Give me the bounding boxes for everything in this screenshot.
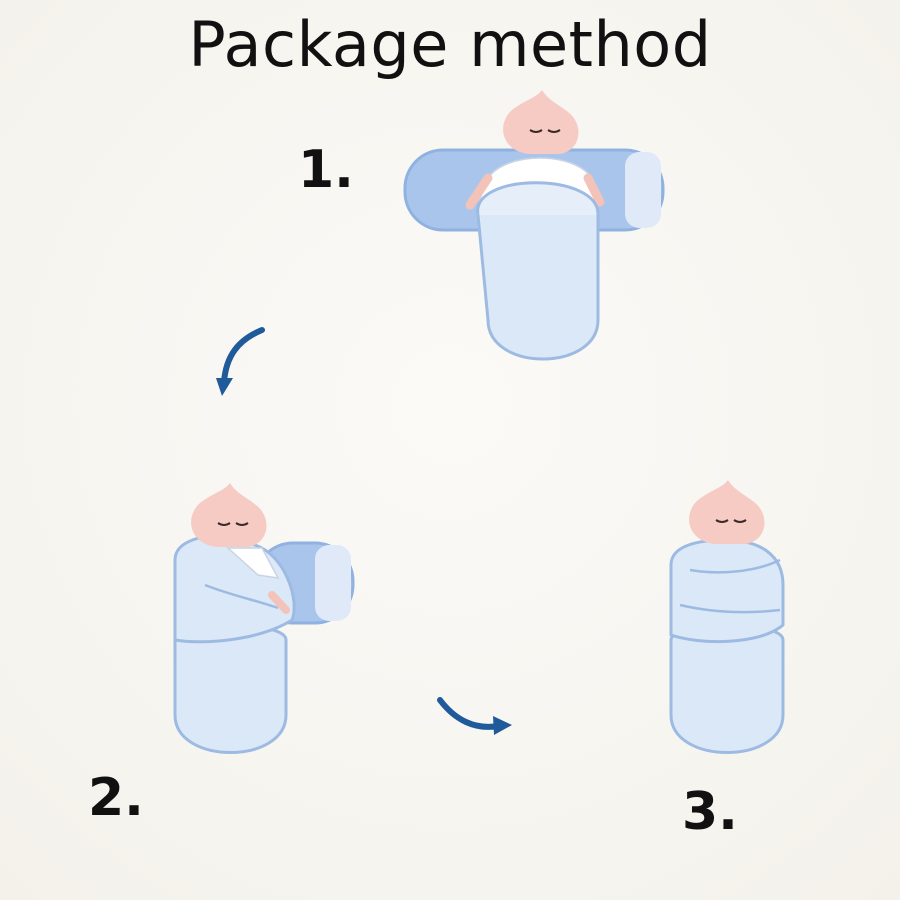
page-title: Package method	[188, 8, 712, 81]
step-2-illustration	[173, 483, 355, 754]
curved-arrow-right-icon	[437, 697, 512, 735]
step-1-label: 1.	[298, 140, 354, 200]
step-1-illustration	[403, 90, 665, 361]
step-3-illustration	[669, 480, 785, 754]
step-2-label: 2.	[88, 768, 144, 828]
curved-arrow-down-icon	[216, 327, 265, 396]
step-3-label: 3.	[682, 782, 738, 842]
